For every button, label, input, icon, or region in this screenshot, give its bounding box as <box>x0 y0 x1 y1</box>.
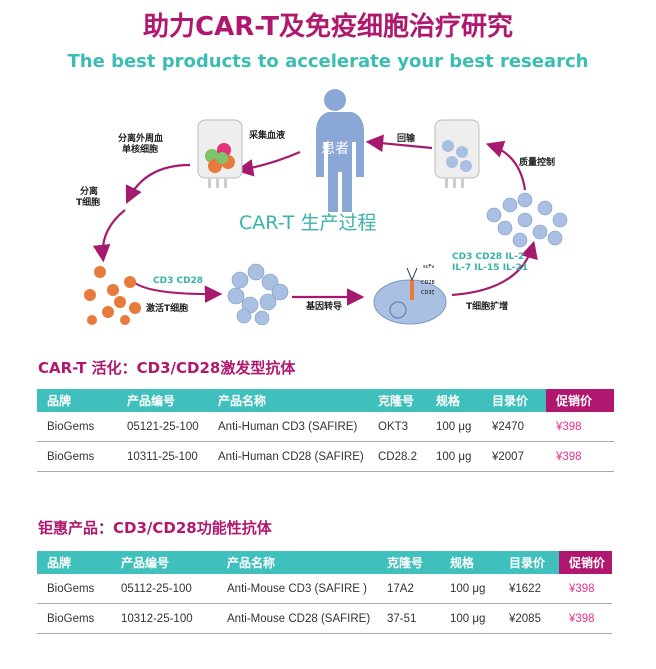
col-list-price: 目录价 <box>482 389 546 412</box>
table-row: BioGems 05121-25-100 Anti-Human CD3 (SAF… <box>37 412 614 442</box>
cell-name: Anti-Mouse CD3 (SAFIRE ) <box>217 574 377 604</box>
car-t-process-diagram <box>84 89 568 325</box>
expanded-car-t-cells <box>486 192 568 248</box>
cell-catalog: 10311-25-100 <box>117 441 208 472</box>
cell-clone: 17A2 <box>377 574 440 604</box>
step-expand: T细胞扩增 <box>466 302 509 312</box>
cell-size: 100 μg <box>426 441 482 472</box>
step-pbmc-1: 分离外周血 <box>118 134 164 144</box>
cell-clone: CD28.2 <box>368 441 426 472</box>
cell-size: 100 μg <box>440 603 499 634</box>
col-size: 规格 <box>426 389 482 412</box>
cell-clone: 37-51 <box>377 603 440 634</box>
col-brand: 品牌 <box>37 389 117 412</box>
step-reinfuse: 回输 <box>397 134 416 144</box>
cell-brand: BioGems <box>37 441 117 472</box>
col-catalog: 产品编号 <box>111 551 217 574</box>
cell-catalog: 05112-25-100 <box>111 574 217 604</box>
scfv-label: scFv <box>423 264 435 270</box>
cell-list-price: ¥1622 <box>499 574 559 604</box>
section-title-promo: 钜惠产品：CD3/CD28功能性抗体 <box>38 519 272 537</box>
step-qc: 质量控制 <box>519 158 556 168</box>
promo-antibody-table: 品牌 产品编号 产品名称 克隆号 规格 目录价 促销价 BioGems 0511… <box>37 551 612 634</box>
col-name: 产品名称 <box>208 389 368 412</box>
table-row: BioGems 10311-25-100 Anti-Human CD28 (SA… <box>37 441 614 472</box>
step-transduce: 基因转导 <box>306 302 343 312</box>
cd3z-label: CD3ζ <box>421 290 435 296</box>
cell-list-price: ¥2470 <box>482 412 546 442</box>
table-row: BioGems 10312-25-100 Anti-Mouse CD28 (SA… <box>37 603 612 634</box>
cell-promo-price: ¥398 <box>559 574 612 604</box>
patient-label: 患者 <box>321 141 349 157</box>
cell-name: Anti-Human CD3 (SAFIRE) <box>208 412 368 442</box>
cytokines-line-1: CD3 CD28 IL-2 <box>452 252 525 262</box>
table-row: BioGems 05112-25-100 Anti-Mouse CD3 (SAF… <box>37 574 612 604</box>
cell-name: Anti-Mouse CD28 (SAFIRE) <box>217 603 377 634</box>
cell-size: 100 μg <box>426 412 482 442</box>
step-pbmc-2: 单核细胞 <box>122 145 159 155</box>
col-promo-price: 促销价 <box>559 551 612 574</box>
cell-promo-price: ¥398 <box>546 441 614 472</box>
page-title: 助力CAR-T及免疫细胞治疗研究 <box>143 12 513 42</box>
col-size: 规格 <box>440 551 499 574</box>
step-isolate-2: T细胞 <box>76 198 101 208</box>
blood-bag-icon <box>197 119 243 188</box>
cell-promo-price: ¥398 <box>559 603 612 634</box>
step-activate: 激活T细胞 <box>146 304 189 314</box>
cell-clone: OKT3 <box>368 412 426 442</box>
activation-antibody-table: 品牌 产品编号 产品名称 克隆号 规格 目录价 促销价 BioGems 0512… <box>37 389 614 472</box>
car-t-cell <box>373 267 447 325</box>
infusion-bag-icon <box>434 119 480 188</box>
col-clone: 克隆号 <box>368 389 426 412</box>
cytokines-line-2: IL-7 IL-15 IL-21 <box>452 263 529 273</box>
col-brand: 品牌 <box>37 551 111 574</box>
col-promo-price: 促销价 <box>546 389 614 412</box>
cell-size: 100 μg <box>440 574 499 604</box>
t-cells-orange <box>84 266 141 325</box>
cell-brand: BioGems <box>37 603 111 634</box>
cell-catalog: 10312-25-100 <box>111 603 217 634</box>
step-collect: 采集血液 <box>249 131 286 141</box>
cell-brand: BioGems <box>37 412 117 442</box>
section-title-activation: CAR-T 活化：CD3/CD28激发型抗体 <box>38 359 296 377</box>
patient-figure <box>316 89 364 212</box>
activated-t-cells <box>227 263 289 325</box>
cell-list-price: ¥2085 <box>499 603 559 634</box>
cell-name: Anti-Human CD28 (SAFIRE) <box>208 441 368 472</box>
col-clone: 克隆号 <box>377 551 440 574</box>
col-name: 产品名称 <box>217 551 377 574</box>
col-catalog: 产品编号 <box>117 389 208 412</box>
page-subtitle: The best products to accelerate your bes… <box>67 51 589 72</box>
cell-promo-price: ¥398 <box>546 412 614 442</box>
diagram-center-label: CAR-T 生产过程 <box>239 212 377 234</box>
cell-list-price: ¥2007 <box>482 441 546 472</box>
activation-markers: CD3 CD28 <box>153 276 204 286</box>
col-list-price: 目录价 <box>499 551 559 574</box>
step-isolate-1: 分离 <box>80 187 99 197</box>
cell-catalog: 05121-25-100 <box>117 412 208 442</box>
cell-brand: BioGems <box>37 574 111 604</box>
table-header-row: 品牌 产品编号 产品名称 克隆号 规格 目录价 促销价 <box>37 389 614 412</box>
table-header-row: 品牌 产品编号 产品名称 克隆号 规格 目录价 促销价 <box>37 551 612 574</box>
cd28-label: CD28 <box>421 280 435 286</box>
